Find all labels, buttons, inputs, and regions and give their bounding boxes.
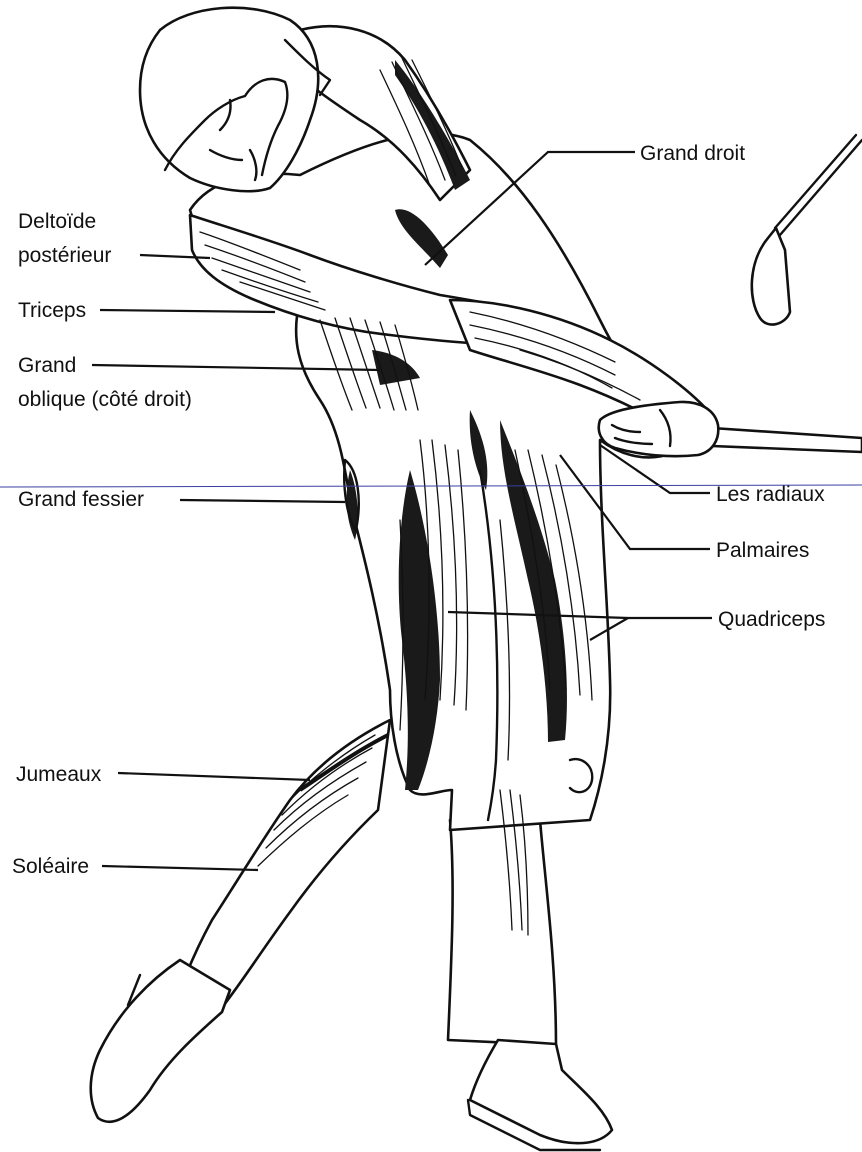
label-quadriceps: Quadriceps [718,608,825,631]
leader-jumeaux [118,773,310,780]
label-triceps: Triceps [18,299,86,322]
back-shoe [91,960,230,1122]
label-soleaire: Soléaire [12,855,89,878]
label-jumeaux: Jumeaux [16,763,102,786]
golf-club [712,135,862,452]
label-grand-droit: Grand droit [640,142,745,165]
leader-soleaire [102,866,258,870]
back-leg-calf [186,720,390,1010]
club-head [752,228,790,325]
label-palmaires: Palmaires [716,539,809,562]
label-deltoide-line2: postérieur [18,244,111,267]
leader-grand-fessier [180,500,345,502]
leader-triceps [100,310,275,312]
front-shoe [470,1040,612,1143]
label-grand-fessier: Grand fessier [18,488,144,511]
front-leg-lower [448,820,556,1045]
label-grand-oblique-line1: Grand [18,354,76,377]
label-grand-oblique-line2: oblique (côté droit) [18,388,192,411]
club-shaft-grip [712,428,862,452]
body-silhouette [190,133,700,830]
label-deltoide-line1: Deltoïde [18,210,96,233]
label-les-radiaux: Les radiaux [716,483,825,506]
head [140,8,330,192]
